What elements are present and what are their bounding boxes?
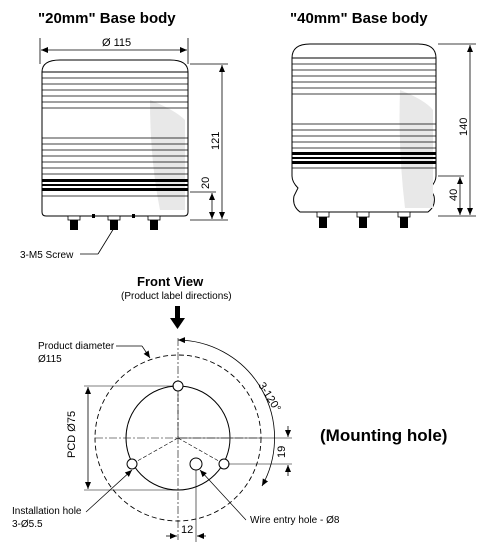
front-view-arrow <box>170 306 185 329</box>
label-screw: 3-M5 Screw <box>20 250 74 261</box>
dim-height-121: 121 <box>210 132 222 150</box>
dim-height-140: 140 <box>458 118 470 136</box>
label-installation-hole: Installation hole <box>12 506 82 517</box>
dim-base-40: 40 <box>448 189 460 201</box>
title-40mm-base: "40mm" Base body <box>290 10 428 27</box>
label-product-diameter: Product diameter <box>38 341 115 352</box>
dim-pcd-75: PCD Ø75 <box>66 411 78 458</box>
label-wire-entry-hole: Wire entry hole - Ø8 <box>250 515 340 526</box>
dim-angle-120: 3-120° <box>255 380 282 414</box>
front-view-title: Front View <box>137 274 204 289</box>
label-mounting-hole: (Mounting hole) <box>320 426 447 445</box>
front-view-note: (Product label directions) <box>121 291 232 302</box>
label-product-diameter-value: Ø115 <box>38 354 62 365</box>
mounting-hole-drawing <box>84 337 292 542</box>
title-20mm-base: "20mm" Base body <box>38 10 176 27</box>
dim-diameter-115: Ø 115 <box>102 37 131 49</box>
dim-base-20: 20 <box>200 177 212 189</box>
product-20mm-base-drawing <box>39 38 228 255</box>
dim-hole-spacing-12: 12 <box>181 524 193 536</box>
product-40mm-base-drawing <box>291 43 476 228</box>
dim-hole-offset-19: 19 <box>276 446 288 458</box>
label-installation-hole-value: 3-Ø5.5 <box>12 519 43 530</box>
